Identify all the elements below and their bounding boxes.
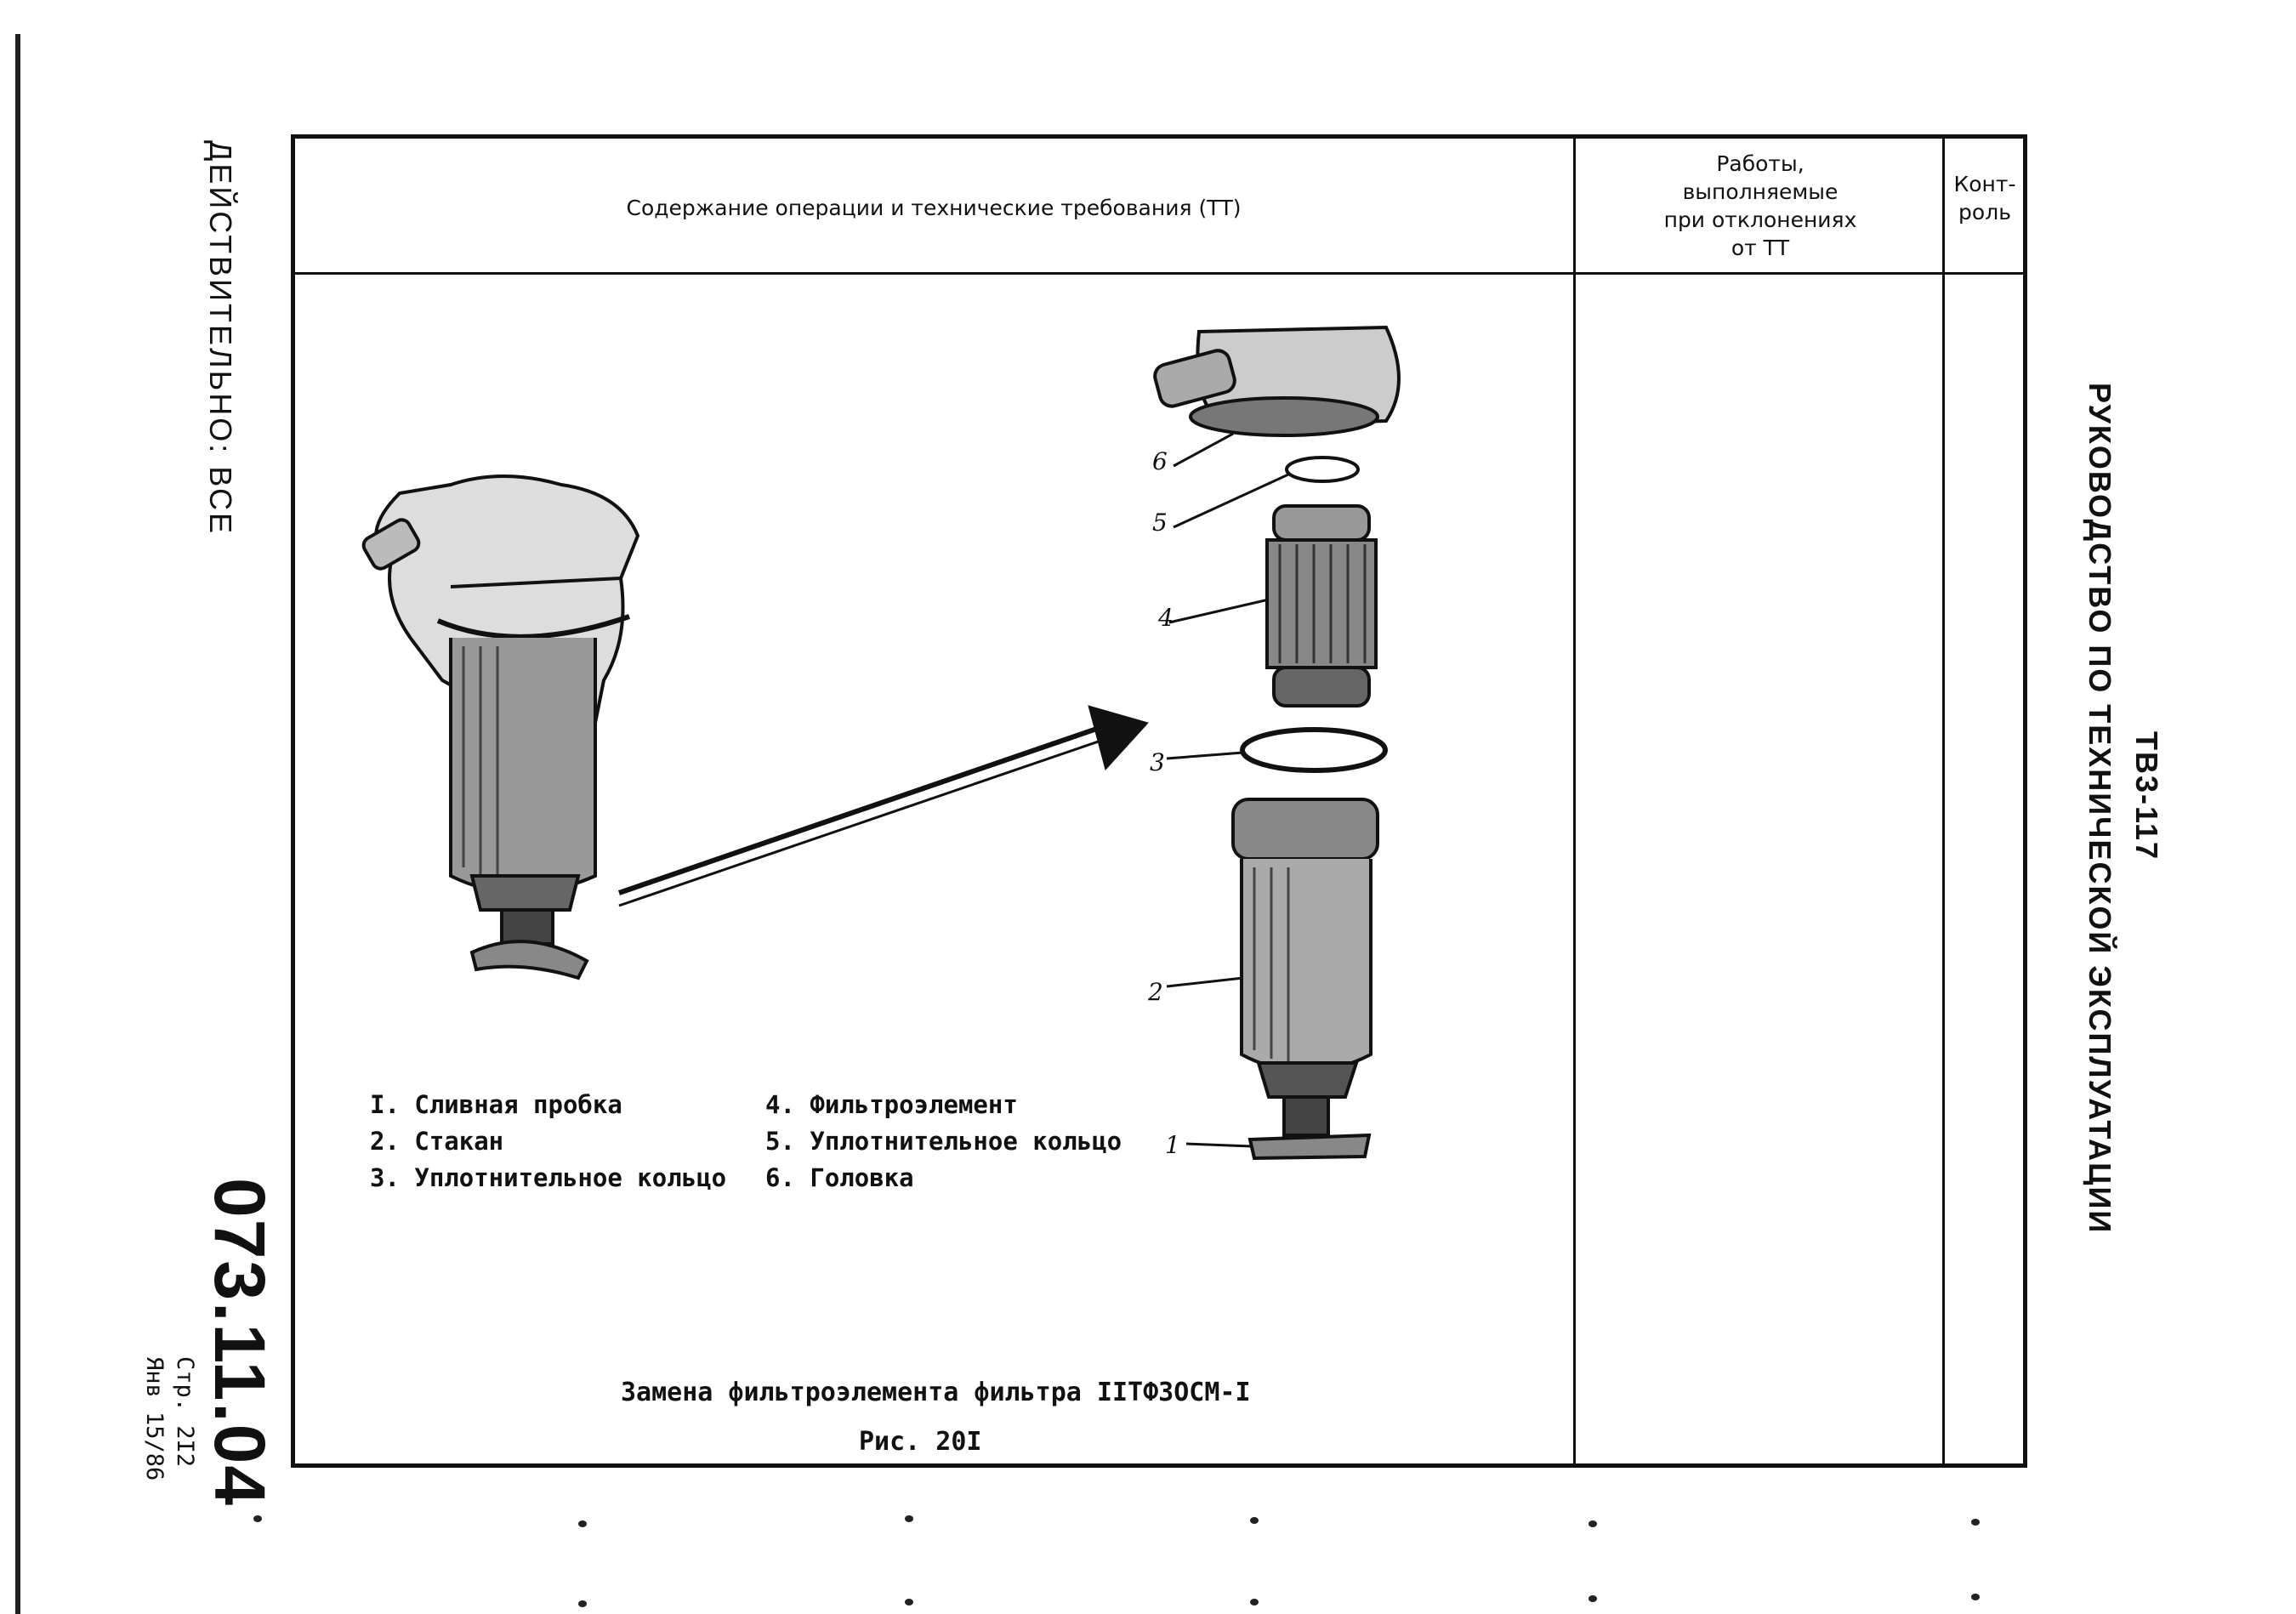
engine-model: ТВ3-117: [2129, 731, 2164, 861]
callout-number: 1: [1165, 1131, 1180, 1159]
header-divider: [291, 272, 2027, 275]
header-operation: Содержание операции и технические требов…: [626, 196, 1242, 220]
callout-number: 4: [1158, 604, 1174, 632]
document-number: 073.11.04: [200, 1178, 280, 1508]
callout-number: 2: [1148, 978, 1163, 1006]
scan-mark: [578, 1520, 587, 1527]
form-table: [291, 134, 2027, 1468]
column-divider-2: [1942, 134, 1945, 1468]
header-deviation: Работы, выполняемые при отклонениях от Т…: [1578, 150, 1942, 262]
scan-mark: [578, 1600, 587, 1607]
scan-mark: [1971, 1594, 1980, 1600]
header-deviation-line: при отклонениях: [1663, 207, 1857, 232]
exploded-parts-drawing: [1153, 325, 1401, 1161]
manual-title: РУКОВОДСТВО ПО ТЕХНИЧЕСКОЙ ЭКСПЛУАТАЦИИ: [2083, 383, 2117, 1235]
binding-edge: [15, 34, 20, 1614]
callout-leader-lines: [1166, 432, 1289, 1148]
header-deviation-line: Работы,: [1716, 151, 1804, 176]
validity-note: ДЕЙСТВИТЕЛЬНО: ВСЕ: [203, 140, 238, 537]
header-control-line: роль: [1958, 200, 2011, 224]
scan-mark: [905, 1515, 913, 1522]
column-divider-1: [1573, 134, 1576, 1468]
revision-date: Янв 15/86: [141, 1356, 168, 1481]
page-info: Стр. 2I2 Янв 15/86: [139, 1356, 200, 1480]
header-control: Конт- роль: [1946, 170, 2024, 226]
header-deviation-line: от ТТ: [1731, 236, 1790, 260]
header-control-line: Конт-: [1953, 172, 2016, 196]
scan-mark: [253, 1515, 262, 1522]
scan-mark: [1588, 1520, 1597, 1527]
callout-number: 3: [1150, 748, 1165, 776]
header-deviation-line: выполняемые: [1682, 179, 1839, 204]
legend-item: 4. Фильтроэлемент: [765, 1090, 1018, 1119]
scan-mark: [905, 1599, 913, 1605]
figure-number: Рис. 20I: [859, 1427, 982, 1457]
legend-item: 3. Уплотнительное кольцо: [370, 1163, 727, 1192]
filter-illustration: [361, 325, 1401, 1161]
scan-mark: [1250, 1517, 1259, 1524]
direction-arrow: [618, 705, 1149, 907]
legend-item: 6. Головка: [765, 1163, 914, 1192]
figure-caption: Замена фильтроэлемента фильтра IIТФЗОСМ-…: [621, 1378, 1251, 1407]
assembled-filter-drawing: [361, 475, 640, 980]
legend-item: I. Сливная пробка: [370, 1090, 622, 1119]
callout-number: 6: [1152, 447, 1168, 475]
scan-mark: [1971, 1519, 1980, 1526]
legend-item: 5. Уплотнительное кольцо: [765, 1127, 1122, 1156]
scan-mark: [1588, 1595, 1597, 1602]
scan-mark: [1250, 1599, 1259, 1605]
legend-item: 2. Стакан: [370, 1127, 504, 1156]
callout-number: 5: [1152, 509, 1168, 537]
page-number: Стр. 2I2: [172, 1356, 198, 1468]
